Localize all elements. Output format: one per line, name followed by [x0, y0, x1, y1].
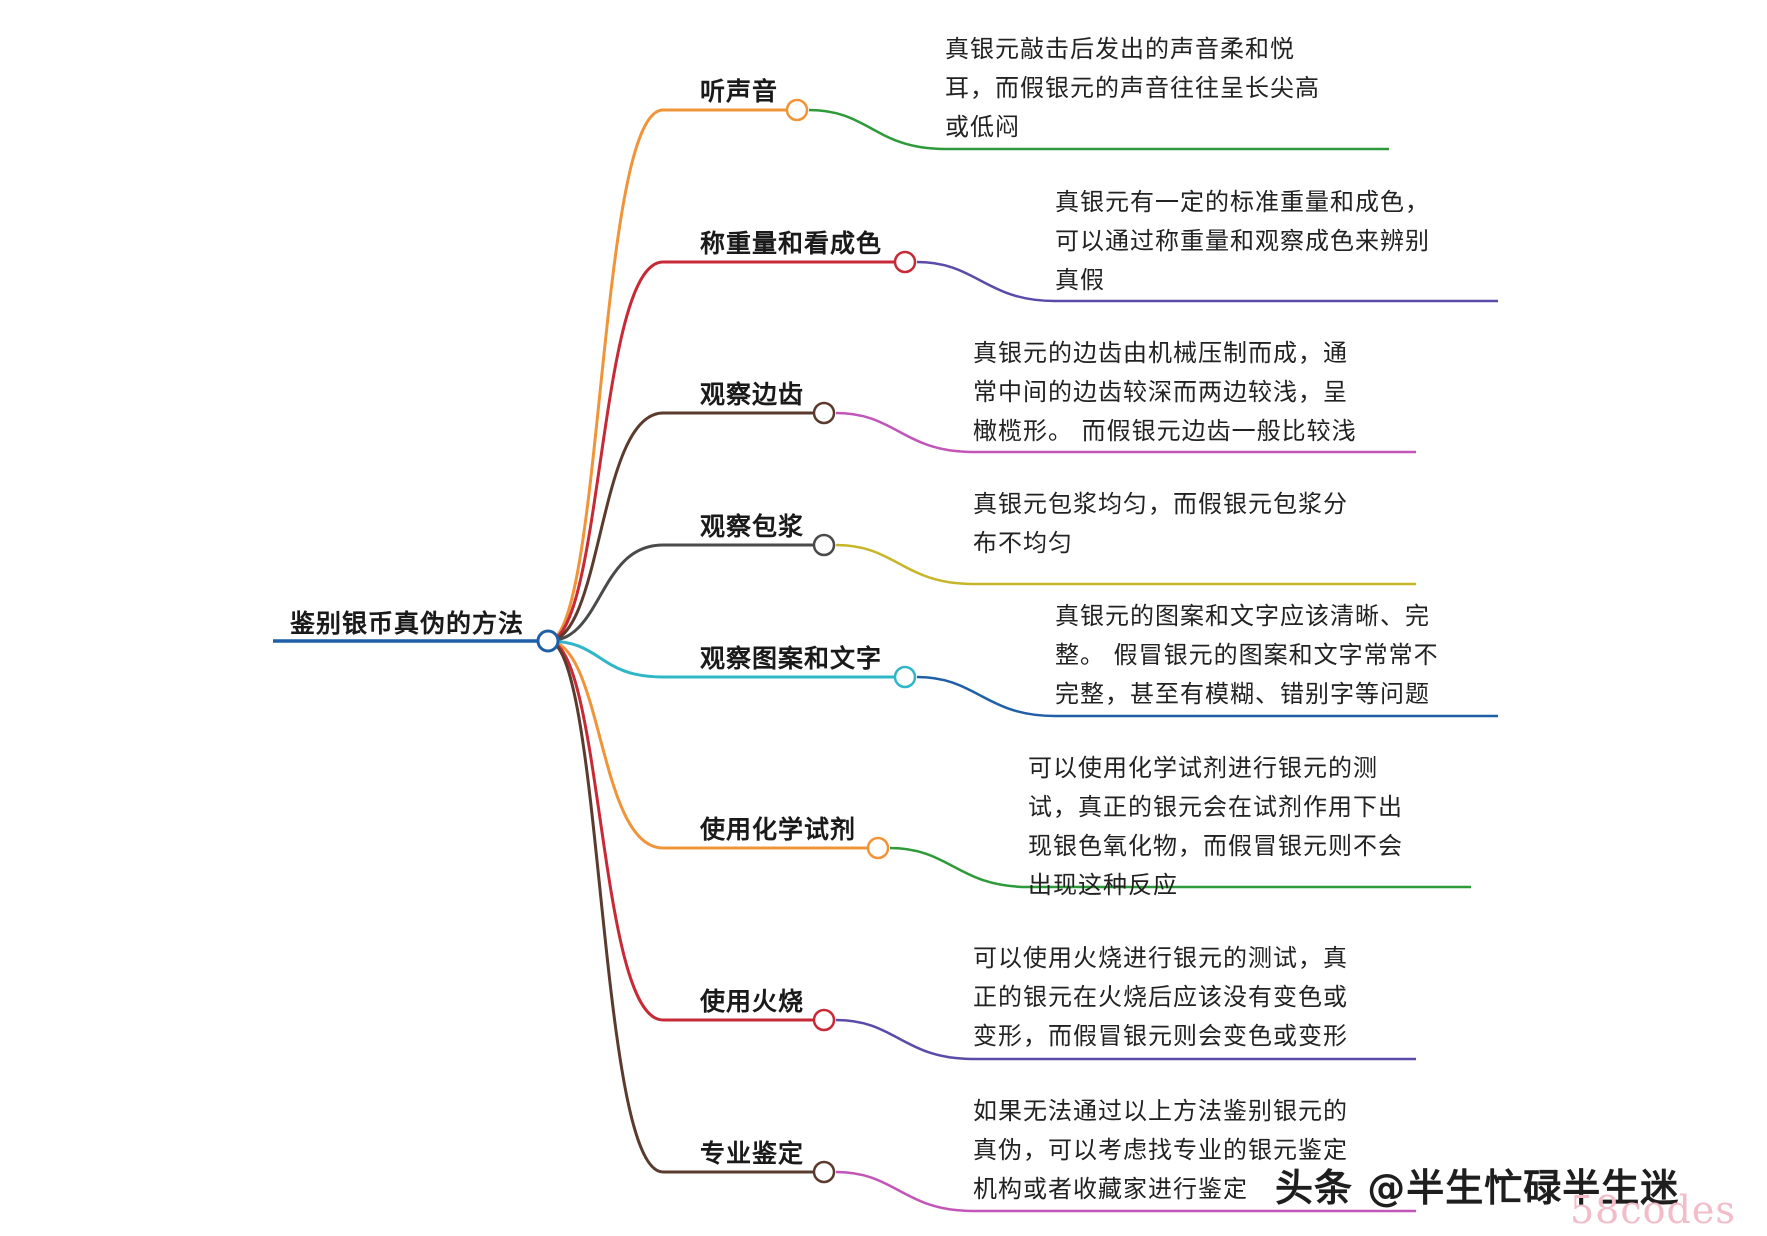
leaf-line: 可以使用火烧进行银元的测试，真: [973, 944, 1348, 972]
leaf-connector-8: [835, 1170, 1416, 1213]
leaf-line: 机构或者收藏家进行鉴定: [973, 1175, 1248, 1203]
leaf-connector-4: [835, 543, 1416, 586]
branch-connector-5: [547, 639, 905, 679]
leaf-line: 真银元的边齿由机械压制而成，通: [973, 339, 1348, 367]
branch-node-5: [893, 665, 917, 689]
leaf-line: 橄榄形。 而假银元边齿一般比较浅: [973, 417, 1357, 445]
leaf-line: 出现这种反应: [1028, 871, 1178, 899]
leaf-text-5: 真银元的图案和文字应该清晰、完整。 假冒银元的图案和文字常常不完整，甚至有模糊、…: [1055, 597, 1439, 714]
leaf-connector-3: [835, 411, 1416, 454]
branch-connector-1: [547, 108, 797, 643]
root-node-label: 鉴别银币真伪的方法: [290, 609, 525, 638]
branch-connector-4: [547, 543, 824, 643]
branch-connector-2: [547, 260, 905, 643]
branch-label-5: 观察图案和文字: [700, 644, 883, 673]
leaf-line: 变形，而假冒银元则会变色或变形: [973, 1022, 1348, 1050]
leaf-line: 或低闷: [945, 113, 1020, 141]
leaf-line: 试，真正的银元会在试剂作用下出: [1028, 793, 1403, 821]
branch-node-3: [812, 401, 836, 425]
leaf-connector-1: [808, 108, 1389, 151]
branch-node-4: [812, 533, 836, 557]
branch-label-4: 观察包浆: [700, 512, 805, 541]
leaf-connector-7: [835, 1018, 1416, 1061]
branch-connector-7: [547, 639, 824, 1022]
branch-label-7: 使用火烧: [700, 987, 805, 1016]
leaf-connector-5: [916, 675, 1498, 718]
leaf-text-2: 真银元有一定的标准重量和成色， 可以通过称重量和观察成色来辨别真假: [1055, 183, 1430, 300]
watermark-author: 头条 @半生忙碌半生迷: [1275, 1166, 1680, 1210]
leaf-text-4: 真银元包浆均匀，而假银元包浆分布不均匀: [973, 485, 1348, 563]
leaf-line: 真伪，可以考虑找专业的银元鉴定: [973, 1136, 1348, 1164]
branch-node-6: [866, 836, 890, 860]
leaf-line: 真银元有一定的标准重量和成色，: [1055, 188, 1430, 216]
leaf-line: 整。 假冒银元的图案和文字常常不: [1055, 641, 1439, 669]
leaf-line: 布不均匀: [973, 529, 1073, 557]
leaf-line: 耳，而假银元的声音往往呈长尖高: [945, 74, 1320, 102]
leaf-line: 现银色氧化物，而假冒银元则不会: [1028, 832, 1403, 860]
branch-label-3: 观察边齿: [700, 380, 805, 409]
leaf-text-7: 可以使用火烧进行银元的测试，真正的银元在火烧后应该没有变色或变形，而假冒银元则会…: [973, 939, 1348, 1056]
branch-connector-3: [547, 411, 824, 643]
branch-label-2: 称重量和看成色: [700, 229, 883, 258]
branch-node-2: [893, 250, 917, 274]
branch-label-8: 专业鉴定: [700, 1139, 805, 1168]
leaf-line: 可以使用化学试剂进行银元的测: [1028, 754, 1378, 782]
leaf-line: 可以通过称重量和观察成色来辨别: [1055, 227, 1430, 255]
leaf-line: 完整，甚至有模糊、错别字等问题: [1055, 680, 1430, 708]
branch-node-7: [812, 1008, 836, 1032]
watermark-site: 58codes: [1570, 1188, 1736, 1232]
leaf-line: 真银元敲击后发出的声音柔和悦: [945, 35, 1295, 63]
leaf-text-3: 真银元的边齿由机械压制而成，通常中间的边齿较深而两边较浅，呈橄榄形。 而假银元边…: [973, 334, 1357, 451]
leaf-line: 真银元的图案和文字应该清晰、完: [1055, 602, 1430, 630]
branch-label-1: 听声音: [700, 77, 779, 106]
leaf-text-8: 如果无法通过以上方法鉴别银元的真伪，可以考虑找专业的银元鉴定机构或者收藏家进行鉴…: [973, 1092, 1348, 1209]
leaf-line: 真银元包浆均匀，而假银元包浆分: [973, 490, 1348, 518]
branch-node-1: [785, 98, 809, 122]
leaf-line: 正的银元在火烧后应该没有变色或: [973, 983, 1348, 1011]
leaf-line: 常中间的边齿较深而两边较浅，呈: [973, 378, 1348, 406]
root-node: [536, 629, 560, 653]
branch-node-8: [812, 1160, 836, 1184]
branch-label-6: 使用化学试剂: [700, 815, 857, 844]
branch-connector-6: [547, 639, 878, 850]
branch-connector-8: [547, 639, 824, 1174]
leaf-line: 真假: [1055, 266, 1105, 294]
leaf-connector-6: [889, 846, 1471, 889]
leaf-line: 如果无法通过以上方法鉴别银元的: [973, 1097, 1348, 1125]
leaf-text-1: 真银元敲击后发出的声音柔和悦耳，而假银元的声音往往呈长尖高或低闷: [945, 30, 1320, 147]
leaf-text-6: 可以使用化学试剂进行银元的测试，真正的银元会在试剂作用下出现银色氧化物，而假冒银…: [1028, 749, 1403, 905]
leaf-connector-2: [916, 260, 1498, 303]
